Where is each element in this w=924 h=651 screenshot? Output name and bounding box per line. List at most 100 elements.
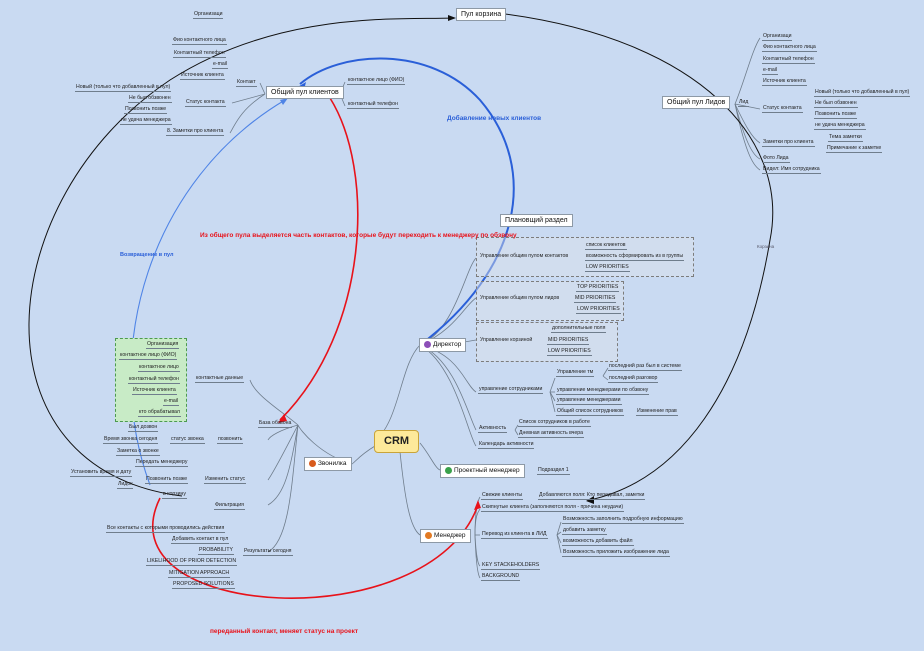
director-staff-item: управление менеджерами xyxy=(556,397,622,406)
caller-green-item: Организация xyxy=(146,341,180,350)
caller-result-item: PROPOSED SOLUTIONS xyxy=(172,581,235,590)
manager-transfer-item: добавить заметку xyxy=(562,527,607,536)
manager-transfer: Перевод из клиента в ЛИД xyxy=(481,531,548,540)
director-group-contacts xyxy=(476,237,694,277)
director-group3-label: Управлениe корзиной xyxy=(480,337,533,343)
manager-transfer-item: Возможность приложить изображение лида xyxy=(562,549,670,558)
branch-manager-label: Менеджер xyxy=(434,532,466,540)
planning-section-node[interactable]: Плановщий раздел xyxy=(500,214,573,227)
leads-lid-label: Лид xyxy=(738,99,750,108)
caller-filtration: Фильтрация xyxy=(214,502,245,511)
caller-green-item: Источник клиента xyxy=(132,387,177,396)
director-group2-label: Управление общим пулом лидов xyxy=(480,295,560,301)
branch-caller[interactable]: Звонилка xyxy=(304,457,352,471)
clients-contact-item: Источник клиента xyxy=(180,72,225,81)
leads-notes-label: Заметки про клиента xyxy=(762,139,815,148)
director-group2-item: LOW PRIORITIES xyxy=(576,306,621,315)
clients-right-item: контактное лицо (ФИО) xyxy=(347,77,406,86)
caller-result-item: Все контакты с которыми проводились дейс… xyxy=(106,525,226,534)
caller-result-item: Добавить контакт в пул xyxy=(171,536,230,545)
leads-item: Источник клиента xyxy=(762,78,807,87)
person-icon xyxy=(424,341,431,348)
clients-contact-item: e-mail xyxy=(212,61,229,70)
caller-change-item: Позвонить позже xyxy=(145,476,189,485)
branch-director[interactable]: Директор xyxy=(419,338,467,352)
caller-green-item: контактное лицо (ФИО) xyxy=(119,352,178,361)
director-group2-item: TOP PRIORITIES xyxy=(576,284,620,293)
person-icon xyxy=(445,467,452,474)
caller-call-status: статус звонка xyxy=(170,436,205,445)
director-activity-label: Активность xyxy=(478,425,508,434)
leads-status-item: не удача менеджера xyxy=(814,122,866,131)
clients-status-item: не удача менеджера xyxy=(120,117,172,126)
clients-pool-node[interactable]: Общий пул клиентов xyxy=(266,86,344,99)
director-group3-item: дополнительные поля xyxy=(551,325,607,334)
manager-extra-item: BACKGROUND xyxy=(481,573,521,582)
branch-director-label: Директор xyxy=(433,341,462,349)
manager-transfer-item: возможность добавить файл xyxy=(562,538,634,547)
manager-transfer-item: Возможность заполнить подробную информац… xyxy=(562,516,684,525)
leads-notes-item: Тема заметки xyxy=(828,134,863,143)
leads-item: e-mail xyxy=(762,67,779,76)
leads-status-item: Новый (только что добавленный в пул) xyxy=(814,89,911,98)
director-group2-item: MID PRIORITIES xyxy=(574,295,617,304)
caller-green-item: контактный телефон xyxy=(128,376,180,385)
leads-status-item: Не был обзвонен xyxy=(814,100,858,109)
annotation-return: Возвращение в пул xyxy=(120,252,174,258)
director-group3-item: LOW PRIORITIES xyxy=(547,348,592,357)
root-node-crm[interactable]: CRM xyxy=(374,430,420,453)
caller-change-item: Передать менеджеру xyxy=(135,459,189,468)
director-group1-label: Управление общим пулом контактов xyxy=(480,253,569,259)
clients-contact-item: Фио контактного лица xyxy=(172,37,227,46)
director-tm-item: последний раз был в системе xyxy=(608,363,682,372)
person-icon xyxy=(309,460,316,467)
clients-right-item: контактный телефон xyxy=(347,101,399,110)
caller-green-item: e-mail xyxy=(163,398,180,407)
caller-call-item: Время звонка сегодня xyxy=(103,436,159,445)
director-group-leads xyxy=(476,281,624,321)
manager-extra-item: KEY STACKEHOLDERS xyxy=(481,562,541,571)
director-staff-item: Управление тм xyxy=(556,369,595,378)
director-staff-item: Общий список сотрудников xyxy=(556,408,624,417)
caller-later-item: Установить время и дату xyxy=(70,469,133,478)
clients-contact-label: Контакт xyxy=(236,79,257,88)
clients-status-item: Не был обзвонен xyxy=(128,95,172,104)
director-staff-label: управление сотрудниками xyxy=(478,386,544,395)
clients-contact-item: Организаци xyxy=(193,11,224,20)
manager-fresh-note: Добавляются поля: Кто передавал, заметки xyxy=(538,492,646,501)
trash-pool-node[interactable]: Пул корзина xyxy=(456,8,507,21)
branch-caller-label: Звонилка xyxy=(318,460,347,468)
clients-status-item: Позвонить позже xyxy=(124,106,168,115)
caller-result-item: PROBABILITY xyxy=(198,547,235,556)
leads-status-label: Статус контакта xyxy=(762,105,803,114)
director-tm-item: последний разговор xyxy=(608,375,659,384)
caller-results: Результаты сегодня xyxy=(243,548,293,557)
caller-result-item: LIKELIHOOD OF PRIOR DETECTION xyxy=(146,558,238,567)
caller-green-item: контактное лицо xyxy=(138,364,180,373)
annotation-trash: Корзина xyxy=(757,244,775,249)
leads-extra-item: Видел: Имя сотрудника xyxy=(762,166,821,175)
caller-green-item: кто обрабатывал xyxy=(138,409,181,418)
branch-project-manager[interactable]: Проектный менеджер xyxy=(440,464,525,478)
branch-manager[interactable]: Менеджер xyxy=(420,529,471,543)
leads-item: Фио контактного лица xyxy=(762,44,817,53)
leads-pool-node[interactable]: Общий пул Лидов xyxy=(662,96,731,109)
branch-project-manager-label: Проектный менеджер xyxy=(454,467,520,475)
leads-item: Контактный телефон xyxy=(762,56,815,65)
director-calendar-item: Календарь активности xyxy=(478,441,535,450)
director-activity-item: Дневная активность вчера xyxy=(518,430,585,439)
director-group3-item: MID PRIORITIES xyxy=(547,337,590,346)
caller-call-item: Заметка о звонке xyxy=(116,448,160,457)
caller-result-item: MITIGATION APPROACH xyxy=(168,570,231,579)
pm-subsection: Подраздел 1 xyxy=(537,467,570,476)
director-group1-item: список клиентов xyxy=(585,242,627,251)
manager-fresh: Свежие клиенты xyxy=(481,492,524,501)
caller-base-node: База обзвона xyxy=(258,420,293,429)
clients-notes-label: 8. Заметки про клиента xyxy=(166,128,225,137)
caller-contact-group xyxy=(115,338,187,422)
director-group1-item: возможность сформировать из в группы xyxy=(585,253,685,262)
caller-call: позвонить xyxy=(217,436,244,445)
leads-notes-item: Примечание к заметке xyxy=(826,145,883,154)
caller-later-item: Лидок xyxy=(117,481,134,490)
manager-skip: Скипнутые клиента (заполняются поля - пр… xyxy=(481,504,625,513)
